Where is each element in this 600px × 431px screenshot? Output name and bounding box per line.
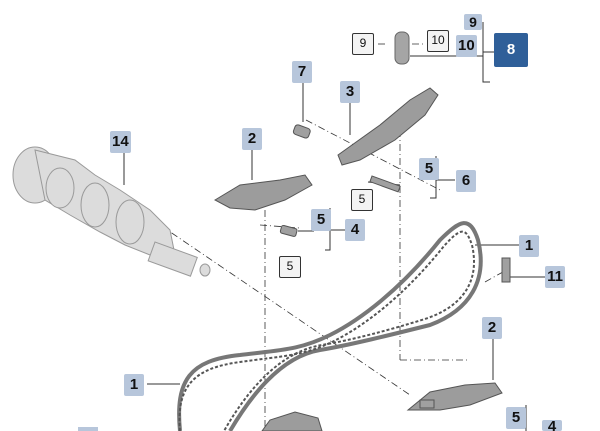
callout-14[interactable]: 14 — [110, 131, 131, 153]
tensioner-rail — [337, 87, 439, 166]
callout-7[interactable]: 7 — [292, 61, 312, 83]
crankshaft-part — [12, 146, 211, 277]
callout-11[interactable]: 11 — [545, 266, 565, 288]
callout-10[interactable]: 10 — [456, 35, 477, 57]
callout-6[interactable]: 6 — [456, 170, 476, 192]
callout-2-lower[interactable]: 2 — [482, 317, 502, 339]
timing-chain — [177, 221, 483, 431]
offscreen-callout-edge — [78, 427, 98, 431]
callout-10-box[interactable]: 10 — [427, 30, 449, 52]
callout-4-lower[interactable]: 4 — [542, 420, 562, 431]
callout-5-mid[interactable]: 5 — [311, 209, 331, 231]
center-lines — [159, 43, 511, 431]
chain-tensioner — [394, 31, 410, 65]
callout-1-left[interactable]: 1 — [124, 374, 144, 396]
bolts — [279, 124, 511, 409]
callout-5-lower[interactable]: 5 — [506, 407, 526, 429]
guide-rail-upper — [213, 174, 313, 211]
callout-8[interactable]: 8 — [494, 33, 528, 67]
callout-4-mid[interactable]: 4 — [345, 219, 365, 241]
callout-3[interactable]: 3 — [340, 81, 360, 103]
callout-5-upper[interactable]: 5 — [419, 158, 439, 180]
leader-lines — [123, 22, 545, 431]
guide-rail-lower — [261, 382, 503, 431]
callout-5-box-mid[interactable]: 5 — [279, 256, 301, 278]
callout-9-box[interactable]: 9 — [352, 33, 374, 55]
callout-2-upper[interactable]: 2 — [242, 128, 262, 150]
callout-1-right[interactable]: 1 — [519, 235, 539, 257]
callout-9-top[interactable]: 9 — [464, 14, 482, 30]
callout-5-box-upper[interactable]: 5 — [351, 189, 373, 211]
